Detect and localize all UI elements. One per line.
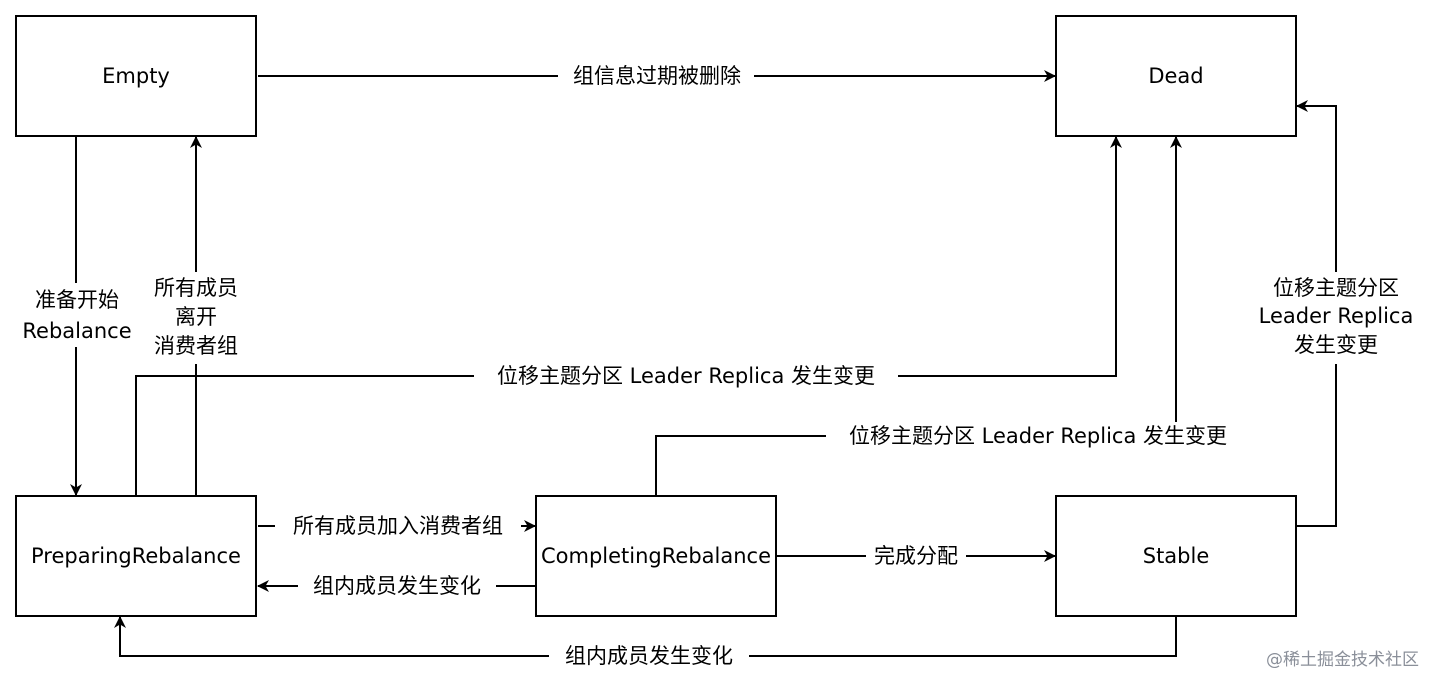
state-completing-rebalance: CompletingRebalance	[535, 495, 777, 617]
state-label-preparing-rebalance: PreparingRebalance	[31, 544, 241, 568]
edge-empty-to-dead: 组信息过期被删除	[258, 62, 1056, 90]
edge-label-preparing-to-empty-line2: 离开	[175, 305, 217, 329]
state-label-completing-rebalance: CompletingRebalance	[541, 544, 771, 568]
edge-label-preparing-to-empty-line1: 所有成员	[154, 276, 238, 300]
edge-label-stable-to-dead-line1: 位移主题分区	[1273, 276, 1399, 300]
edge-label-stable-to-dead-line3: 发生变更	[1294, 333, 1378, 357]
edge-label-preparing-to-empty-line3: 消费者组	[154, 334, 238, 358]
state-stable: Stable	[1055, 495, 1297, 617]
edge-label-preparing-to-dead: 位移主题分区 Leader Replica 发生变更	[497, 364, 875, 388]
edge-stable-to-preparing: 组内成员发生变化	[114, 616, 1177, 670]
edge-preparing-to-completing: 所有成员加入消费者组	[258, 512, 536, 540]
edge-label-empty-to-dead: 组信息过期被删除	[573, 64, 741, 88]
state-empty: Empty	[15, 15, 257, 137]
edge-label-preparing-to-completing: 所有成员加入消费者组	[293, 514, 503, 538]
edge-label-empty-to-preparing-line2: Rebalance	[22, 319, 131, 343]
edge-stable-to-dead: 位移主题分区 Leader Replica 发生变更	[1251, 100, 1421, 527]
state-label-empty: Empty	[102, 64, 170, 88]
edge-label-completing-to-stable: 完成分配	[874, 544, 958, 568]
state-dead: Dead	[1055, 15, 1297, 137]
edge-completing-to-dead: 位移主题分区 Leader Replica 发生变更	[655, 136, 1250, 496]
edge-label-stable-to-dead-line2: Leader Replica	[1259, 304, 1414, 328]
edge-label-completing-to-dead: 位移主题分区 Leader Replica 发生变更	[849, 424, 1227, 448]
state-label-stable: Stable	[1143, 544, 1210, 568]
edge-empty-to-preparing: 准备开始 Rebalance	[20, 137, 138, 496]
edge-label-empty-to-preparing-line1: 准备开始	[35, 288, 119, 312]
edge-preparing-to-empty: 所有成员 离开 消费者组	[146, 136, 248, 495]
edge-preparing-to-dead: 位移主题分区 Leader Replica 发生变更	[135, 136, 1122, 495]
edge-completing-to-preparing: 组内成员发生变化	[257, 572, 536, 600]
edge-completing-to-stable: 完成分配	[776, 542, 1056, 570]
edge-label-completing-to-preparing: 组内成员发生变化	[313, 574, 481, 598]
state-preparing-rebalance: PreparingRebalance	[15, 495, 257, 617]
edge-label-stable-to-preparing: 组内成员发生变化	[565, 644, 733, 668]
state-label-dead: Dead	[1148, 64, 1203, 88]
watermark-text: @稀土掘金技术社区	[1266, 650, 1419, 670]
